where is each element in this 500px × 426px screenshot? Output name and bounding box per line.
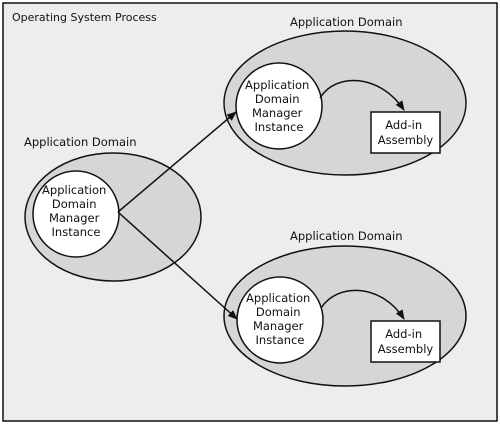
manager-instance-bottom-right-circle [236, 276, 324, 364]
app-domain-top-right: Application Domain Application Domain Ma… [223, 15, 467, 176]
addin-assembly-top-right-box [370, 111, 441, 154]
manager-instance-left-circle [32, 170, 120, 258]
manager-instance-top-right-circle [235, 62, 323, 150]
os-process-label: Operating System Process [12, 11, 157, 24]
app-domain-bottom-right: Application Domain Application Domain Ma… [223, 229, 467, 387]
manager-to-addin-arrow-bottom [320, 289, 405, 320]
app-domain-left-label: Application Domain [24, 135, 137, 149]
manager-instance-bottom-right-label: Application Domain Manager Instance [246, 291, 314, 347]
manager-instance-top-right-label: Application Domain Manager Instance [245, 78, 313, 134]
addin-assembly-top-right-label: Add-in Assembly [378, 118, 434, 147]
left-to-bottom-manager-arrow [117, 211, 238, 320]
app-domain-top-right-label: Application Domain [290, 15, 403, 29]
left-to-top-manager-arrow [117, 111, 237, 213]
addin-assembly-bottom-right-box [370, 320, 441, 363]
app-domain-left: Application Domain Application Domain Ma… [24, 135, 202, 282]
app-domain-bottom-right-label: Application Domain [290, 229, 403, 243]
manager-to-addin-arrow-top [319, 79, 405, 111]
addin-assembly-bottom-right-label: Add-in Assembly [378, 327, 434, 356]
manager-instance-left-label: Application Domain Manager Instance [42, 183, 110, 239]
